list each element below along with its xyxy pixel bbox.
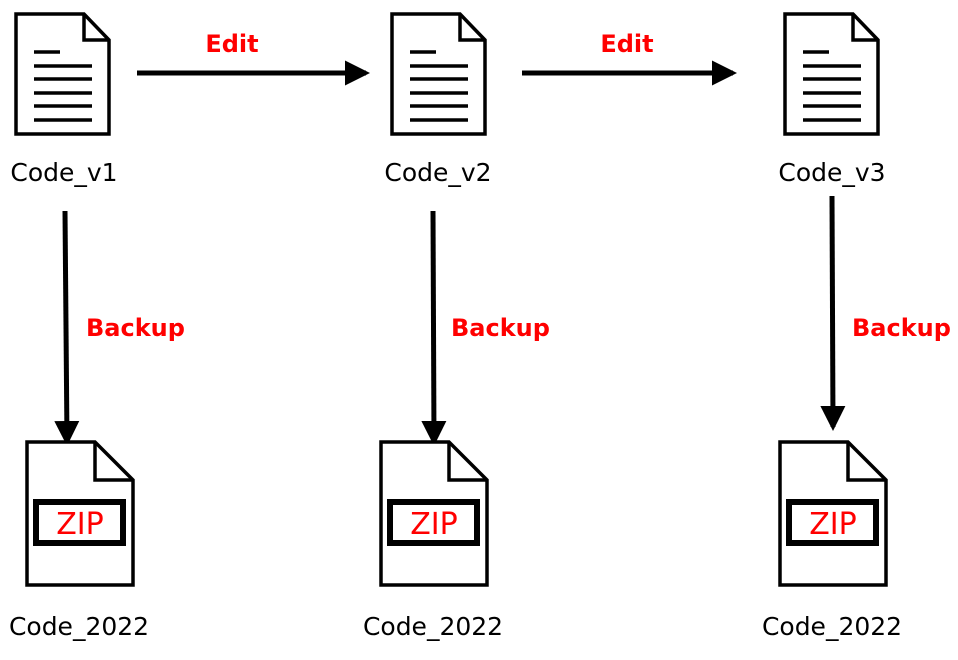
backup-arrow: [421, 210, 447, 446]
backup-arrow: [54, 210, 80, 446]
document-icon: [14, 12, 111, 136]
backup-label: Backup: [852, 314, 951, 342]
edit-label: Edit: [600, 30, 653, 58]
backup-edge-1: Backup: [54, 210, 185, 446]
backup-arrow: [820, 195, 846, 431]
backup-label-code-2022: Code_2022: [363, 612, 503, 641]
node-code-v1: Code_v1: [10, 12, 118, 187]
backup-label-code-2022: Code_2022: [9, 612, 149, 641]
backup-label: Backup: [451, 314, 550, 342]
zip-badge-text: ZIP: [410, 507, 458, 542]
backup-code-2022-2: ZIP Code_2022: [363, 442, 503, 641]
zip-badge-text: ZIP: [56, 507, 104, 542]
edit-edge-2: Edit: [522, 30, 738, 86]
document-icon: [390, 12, 487, 136]
node-label-code-v2: Code_v2: [384, 158, 491, 187]
backup-code-2022-3: ZIP Code_2022: [762, 442, 902, 641]
node-label-code-v3: Code_v3: [778, 158, 885, 187]
edit-label: Edit: [205, 30, 258, 58]
node-code-v3: Code_v3: [778, 12, 886, 187]
edit-edge-1: Edit: [137, 30, 371, 86]
backup-label: Backup: [86, 314, 185, 342]
backup-edge-3: Backup: [820, 195, 951, 431]
node-label-code-v1: Code_v1: [10, 158, 117, 187]
backup-code-2022-1: ZIP Code_2022: [9, 442, 149, 641]
backup-edge-2: Backup: [421, 210, 550, 446]
backup-label-code-2022: Code_2022: [762, 612, 902, 641]
zip-badge-text: ZIP: [809, 507, 857, 542]
document-icon: [783, 12, 880, 136]
node-code-v2: Code_v2: [384, 12, 492, 187]
